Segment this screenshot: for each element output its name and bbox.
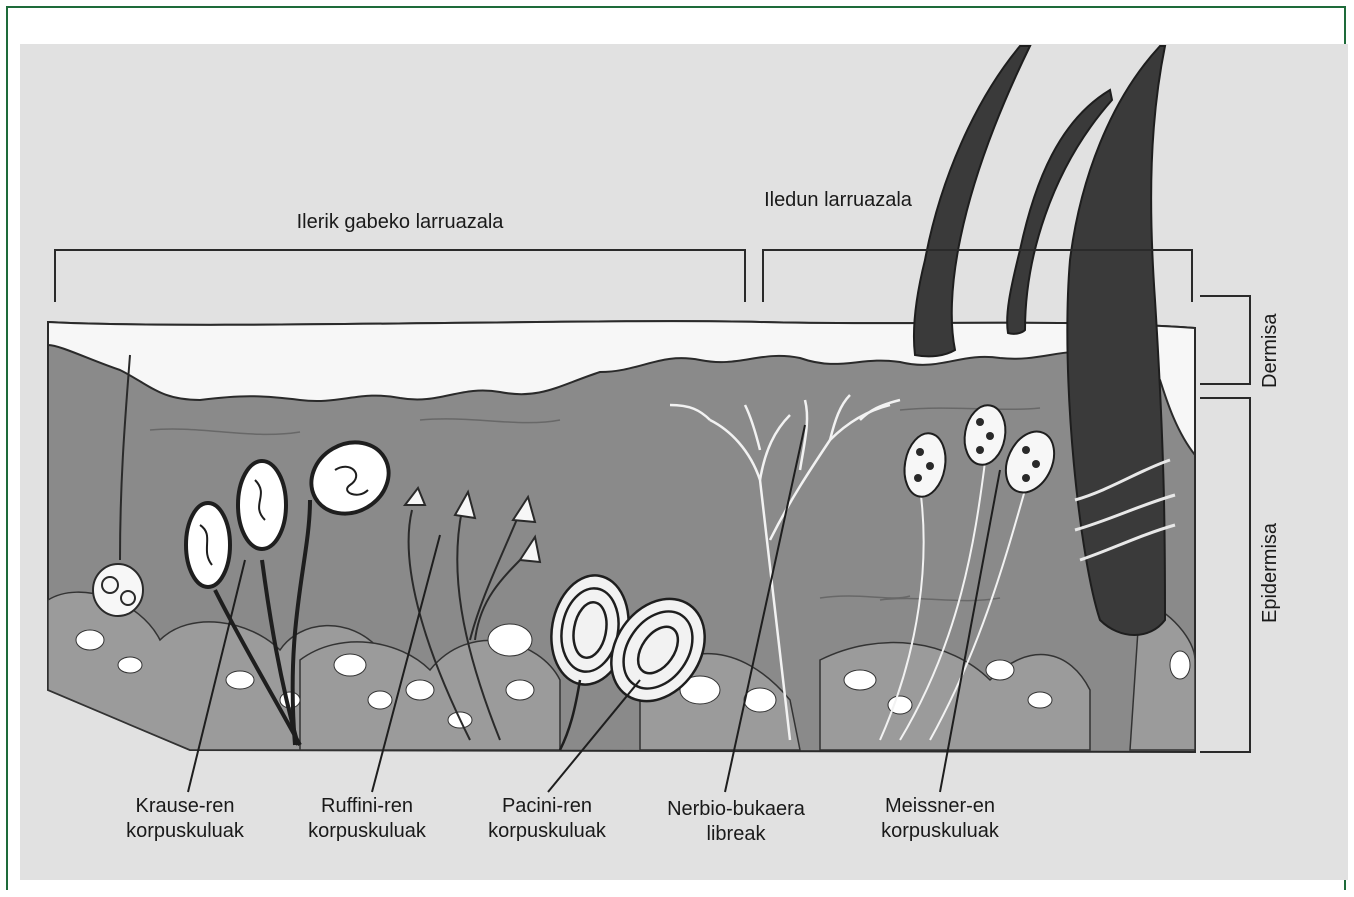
receptor-label-line1: Ruffini-ren xyxy=(282,794,452,819)
receptor-label-line1: Nerbio-bukaera xyxy=(646,797,826,822)
receptor-label-meissner: Meissner-en korpuskuluak xyxy=(855,794,1025,844)
receptor-label-free-endings: Nerbio-bukaera libreak xyxy=(646,797,826,847)
receptor-label-line2: korpuskuluak xyxy=(462,819,632,844)
receptor-label-pacini: Pacini-ren korpuskuluak xyxy=(462,794,632,844)
lower-layer-bracket xyxy=(1200,398,1250,752)
upper-layer-label: Dermisa xyxy=(1259,314,1282,388)
receptor-label-line1: Krause-ren xyxy=(100,794,270,819)
receptor-label-line2: korpuskuluak xyxy=(282,819,452,844)
receptor-label-line1: Meissner-en xyxy=(855,794,1025,819)
lower-layer-label: Epidermisa xyxy=(1259,523,1282,623)
receptor-label-krause: Krause-ren korpuskuluak xyxy=(100,794,270,844)
hairy-skin-label: Iledun larruazala xyxy=(738,188,938,213)
receptor-label-line2: libreak xyxy=(646,822,826,847)
upper-layer-bracket xyxy=(1200,296,1250,384)
receptor-label-line2: korpuskuluak xyxy=(855,819,1025,844)
hairless-skin-label: Ilerik gabeko larruazala xyxy=(250,210,550,235)
receptor-label-line1: Pacini-ren xyxy=(462,794,632,819)
hairless-skin-bracket xyxy=(55,250,745,302)
receptor-label-ruffini: Ruffini-ren korpuskuluak xyxy=(282,794,452,844)
receptor-label-line2: korpuskuluak xyxy=(100,819,270,844)
